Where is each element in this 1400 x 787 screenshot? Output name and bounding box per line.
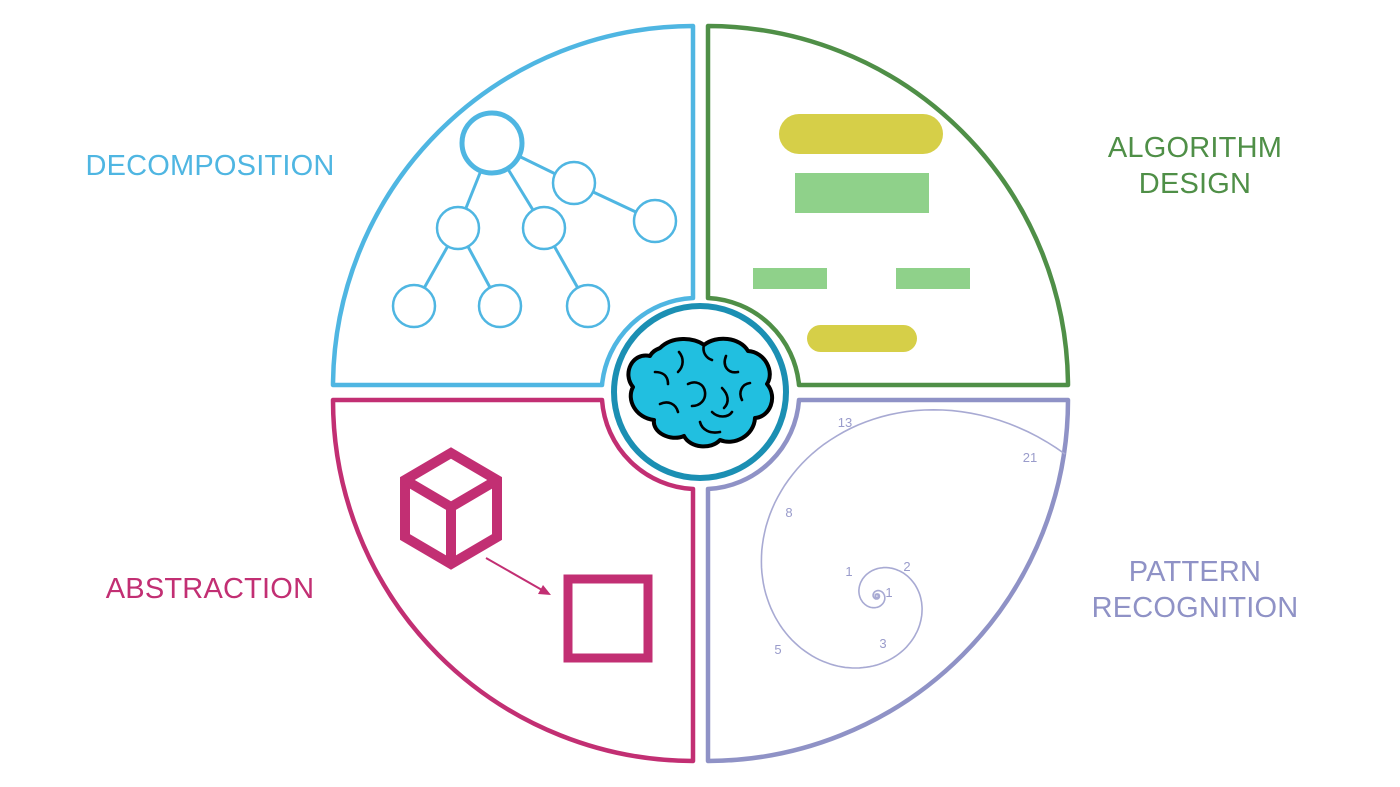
- flowchart-branch-bar: [896, 268, 970, 289]
- tree-node: [551, 160, 597, 206]
- spiral-number: 3: [879, 636, 886, 651]
- flowchart-branch-bar: [753, 268, 827, 289]
- pattern-recognition-label: PATTERN RECOGNITION: [1045, 554, 1345, 626]
- tree-root-node: [459, 110, 525, 176]
- spiral-number: 2: [903, 559, 910, 574]
- tree-node: [391, 283, 437, 329]
- fibonacci-spiral-icon: 1 1 2 3 5 8 13 21: [760, 408, 1066, 669]
- tree-node: [565, 283, 611, 329]
- spiral-number: 5: [774, 642, 781, 657]
- abstraction-quadrant: [330, 397, 696, 764]
- spiral-number: 8: [785, 505, 792, 520]
- decomposition-quadrant: [330, 23, 696, 388]
- flowchart-start-pill: [779, 114, 943, 154]
- arrow-icon: [485, 557, 551, 595]
- spiral-number: 1: [885, 585, 892, 600]
- algorithm-quadrant: [705, 23, 1071, 388]
- decomposition-label: DECOMPOSITION: [85, 150, 335, 182]
- tree-icon: [391, 110, 678, 329]
- pattern-label-line1: PATTERN: [1128, 556, 1262, 588]
- cube-to-square-icon: [400, 447, 653, 663]
- algorithm-design-label: ALGORITHM DESIGN: [1045, 130, 1345, 202]
- tree-node: [435, 205, 481, 251]
- flowchart-process-bar: [795, 173, 929, 213]
- square-icon: [563, 574, 653, 663]
- flowchart-end-pill: [807, 325, 917, 352]
- tree-node: [477, 283, 523, 329]
- spiral-number: 1: [845, 564, 852, 579]
- tree-node: [632, 198, 678, 244]
- brain-badge: [611, 303, 789, 481]
- algorithm-label-line2: DESIGN: [1138, 168, 1252, 200]
- spiral-curve: [760, 408, 1066, 669]
- cube-icon: [400, 447, 502, 570]
- pattern-quadrant: [705, 397, 1071, 764]
- flowchart-icon: [753, 114, 970, 352]
- pattern-label-line2: RECOGNITION: [1091, 592, 1299, 624]
- abstraction-label: ABSTRACTION: [105, 573, 315, 605]
- tree-node: [521, 205, 567, 251]
- algorithm-label-line1: ALGORITHM: [1107, 132, 1283, 164]
- spiral-number: 21: [1023, 450, 1037, 465]
- brain-icon: [626, 336, 774, 449]
- spiral-number: 13: [838, 415, 852, 430]
